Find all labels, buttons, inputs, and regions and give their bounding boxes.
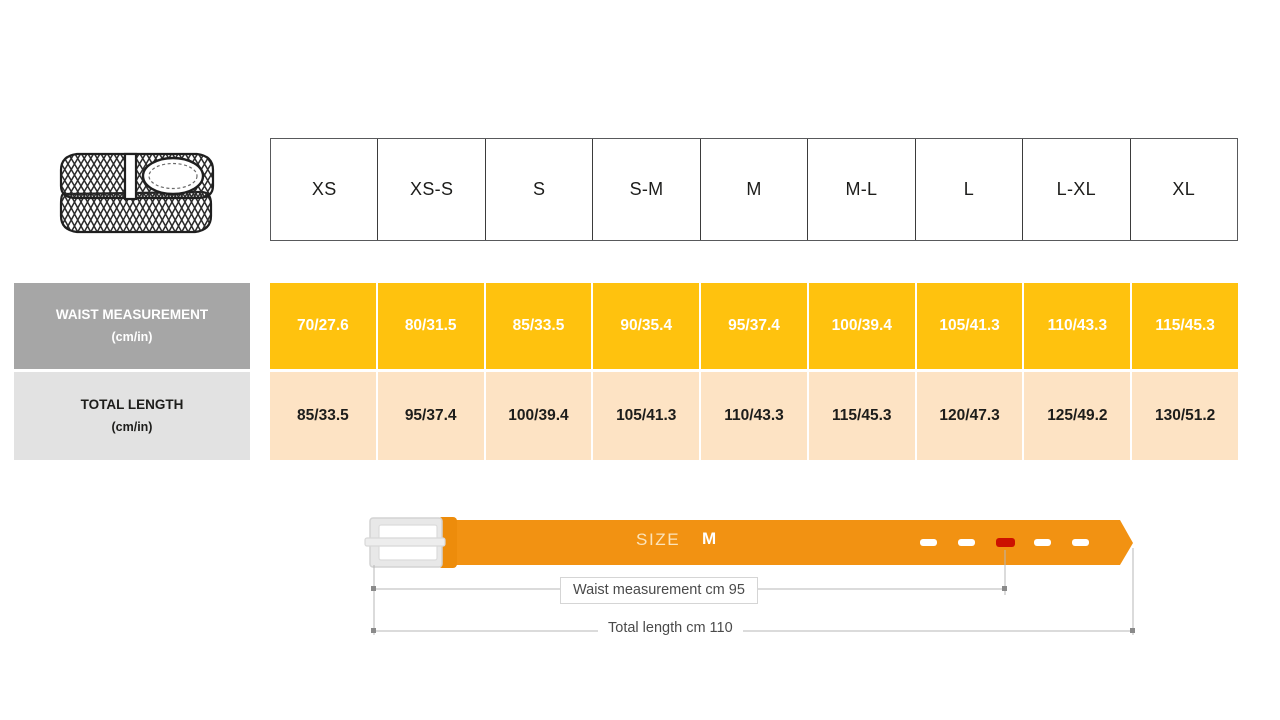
waist-value-cell: 100/39.4 (808, 283, 917, 369)
size-header-cell: M (701, 139, 809, 240)
total-length-value-cell: 105/41.3 (593, 372, 702, 460)
size-header-cell: S-M (593, 139, 701, 240)
belt-hole (920, 539, 937, 546)
total-length-callout: Total length cm 110 (598, 618, 743, 638)
waist-value-cell: 105/41.3 (916, 283, 1025, 369)
belt-strap (438, 520, 1133, 565)
waist-label-unit: (cm/in) (111, 329, 153, 344)
belt-size-value: M (702, 529, 717, 548)
size-header-cell: XS-S (378, 139, 486, 240)
total-length-values: 85/33.5 95/37.4 100/39.4 105/41.3 110/43… (270, 372, 1239, 460)
total-length-label-text: TOTAL LENGTH (80, 396, 184, 412)
total-length-value-cell: 95/37.4 (377, 372, 486, 460)
total-length-row: TOTAL LENGTH (cm/in) 85/33.5 95/37.4 100… (14, 372, 1239, 460)
waist-value-cell: 85/33.5 (485, 283, 594, 369)
belt-measurement-diagram (350, 500, 1170, 660)
total-length-value-cell: 115/45.3 (808, 372, 917, 460)
belt-buckle-prong (364, 537, 446, 547)
waist-value-cell: 70/27.6 (270, 283, 378, 369)
waist-value-cell: 110/43.3 (1024, 283, 1133, 369)
total-length-value-cell: 85/33.5 (270, 372, 378, 460)
waist-value-cell: 115/45.3 (1132, 283, 1239, 369)
belt-size-label: SIZE (636, 530, 681, 549)
length-dimension-arrow-right (1130, 628, 1135, 633)
size-header-cell: XL (1172, 179, 1196, 199)
waist-measurement-row: WAIST MEASUREMENT (cm/in) 70/27.6 80/31.… (14, 283, 1239, 369)
total-length-value-cell: 120/47.3 (916, 372, 1025, 460)
waist-label-text: WAIST MEASUREMENT (55, 306, 209, 322)
belt-hole (958, 539, 975, 546)
belt-hole (1072, 539, 1089, 546)
waist-dimension-arrow-right (1002, 586, 1007, 591)
waist-value-cell: 90/35.4 (593, 283, 702, 369)
size-header-cell: S (486, 139, 594, 240)
waist-value-cell: 80/31.5 (377, 283, 486, 369)
length-dimension-arrow-left (371, 628, 376, 633)
total-length-value-cell: 110/43.3 (701, 372, 809, 460)
size-header-cell: L-XL (1023, 139, 1131, 240)
waist-dimension-arrow-left (371, 586, 376, 591)
total-length-label-unit: (cm/in) (111, 419, 153, 434)
total-length-value-cell: 125/49.2 (1024, 372, 1133, 460)
size-header-cell: XS (271, 139, 379, 240)
size-header-cell: M-L (808, 139, 916, 240)
waist-values: 70/27.6 80/31.5 85/33.5 90/35.4 95/37.4 … (270, 283, 1239, 369)
total-length-value-cell: 130/51.2 (1132, 372, 1239, 460)
waist-measurement-label: WAIST MEASUREMENT (cm/in) (14, 283, 250, 369)
braided-belt-illustration-svg (59, 152, 215, 234)
size-header-table: XS XS-S S S-M M M-L L L-XL XL (270, 138, 1238, 241)
total-length-value-cell: 100/39.4 (485, 372, 594, 460)
size-header-cell: L (916, 139, 1024, 240)
total-length-label: TOTAL LENGTH (cm/in) (14, 372, 250, 460)
belt-hole (1034, 539, 1051, 546)
belt-diagram-svg (364, 517, 1135, 635)
waist-value-cell: 95/37.4 (701, 283, 809, 369)
waist-measurement-callout: Waist measurement cm 95 (560, 577, 758, 604)
belt-hole-highlighted (996, 538, 1015, 547)
braided-belt-icon (55, 142, 220, 242)
